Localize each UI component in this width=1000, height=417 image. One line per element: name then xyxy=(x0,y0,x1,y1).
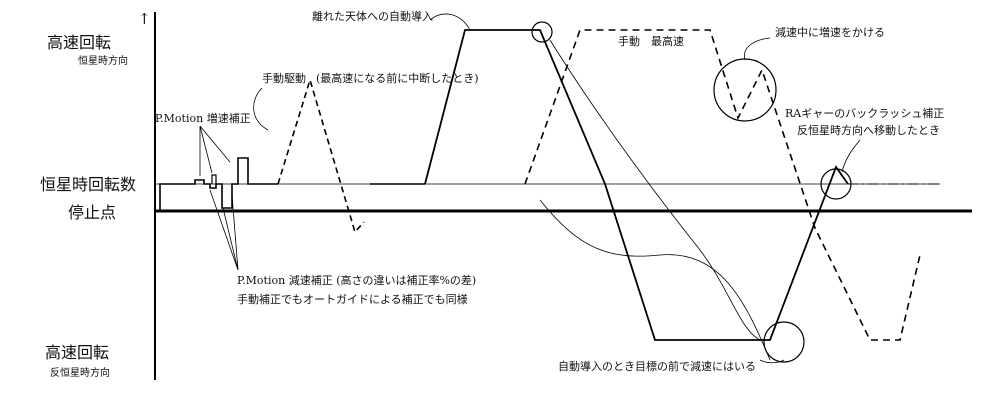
leader-backlash xyxy=(841,139,861,173)
ra-backlash-label-1: RAギャーのバックラッシュ補正 xyxy=(785,107,944,120)
top-direction-label: 恒星時方向 xyxy=(78,54,128,67)
auto-slew-trace xyxy=(424,29,849,341)
decel-curve-2 xyxy=(549,39,761,341)
top-speed-label: 高速回転 xyxy=(47,33,111,52)
circle-auto-slew-peak xyxy=(531,21,553,43)
manual-same-label: 手動補正でもオートガイドによる補正でも同様 xyxy=(237,292,468,306)
leader-accel xyxy=(743,37,771,61)
sidereal-rate-label: 恒星時回転数 xyxy=(40,175,136,194)
circle-backlash xyxy=(820,168,852,200)
start-trace xyxy=(159,157,278,211)
manual-drive-note: (最高速になる前に中断したとき) xyxy=(316,71,479,85)
accel-during-decel-label: 減速中に増速をかける xyxy=(775,25,885,39)
manual-drive-trace xyxy=(277,77,365,234)
up-arrow: ↑ xyxy=(138,10,151,28)
auto-decel-label: 自動導入のとき目標の前で減速にはいる xyxy=(558,359,756,373)
leader-manual-drive xyxy=(253,87,269,131)
stop-point-label: 停止点 xyxy=(68,203,116,222)
ra-backlash-label-2: 反恒星時方向へ移動したとき xyxy=(797,123,940,137)
manual-max-trace xyxy=(524,29,921,341)
circle-auto-decel xyxy=(763,321,805,363)
leader-pmotion-increase xyxy=(199,125,231,176)
small-pulse-2 xyxy=(211,174,217,184)
leader-auto-slew xyxy=(429,13,471,31)
decel-curve-1 xyxy=(539,199,771,361)
bottom-direction-label: 反恒星時方向 xyxy=(50,366,110,379)
leader-pmotion-decrease xyxy=(209,189,239,271)
pmotion-increase-label: P.Motion 増速補正 xyxy=(155,112,251,125)
pmotion-decrease-label: P.Motion 減速補正 (高さの違いは補正率%の差) xyxy=(237,273,476,287)
bottom-speed-label: 高速回転 xyxy=(45,343,109,362)
manual-max-label: 手動 最高速 xyxy=(618,34,684,48)
leader-auto-decel xyxy=(759,359,785,364)
auto-slew-label: 離れた天体への自動導入 xyxy=(312,9,433,23)
circle-accel-during-decel xyxy=(713,58,777,122)
manual-drive-label: 手動駆動 xyxy=(262,71,306,85)
